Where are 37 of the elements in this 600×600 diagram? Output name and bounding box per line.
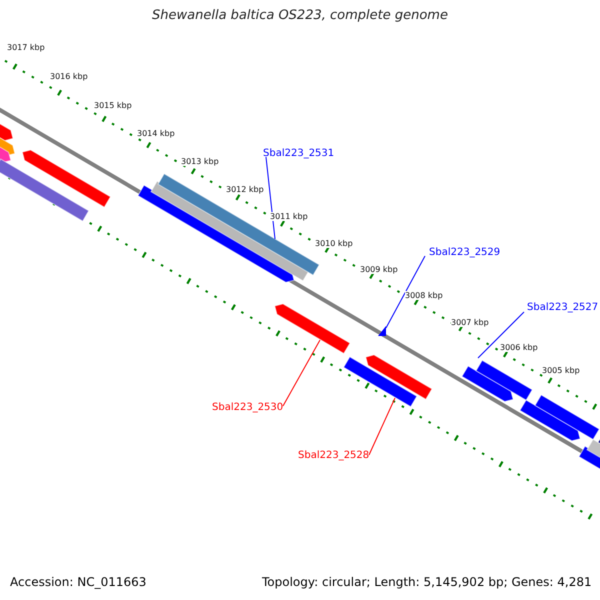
scale-label: 3008 kbp <box>405 291 443 300</box>
leader-line <box>478 312 524 358</box>
gene-bar <box>0 158 90 222</box>
scale-label: 3015 kbp <box>94 101 132 110</box>
scale-label: 3006 kbp <box>500 343 538 352</box>
gene-marker <box>378 326 386 336</box>
gene-bar <box>461 365 514 402</box>
diagram-title: Shewanella baltica OS223, complete genome <box>151 8 449 23</box>
leader-line <box>386 256 426 328</box>
gene-label: Sbal223_2528 <box>298 450 370 461</box>
gene-label: Sbal223_2530 <box>212 402 284 413</box>
leader-line <box>266 156 276 240</box>
gene-bar <box>0 144 12 164</box>
scale-label: 3012 kbp <box>226 185 264 194</box>
gene-bar <box>22 149 112 208</box>
gene-label: Sbal223_2527 <box>527 302 598 313</box>
leader-line <box>282 340 320 406</box>
gene-bar <box>343 356 418 408</box>
gene-label: Sbal223_2531 <box>263 148 334 159</box>
footer-text: Topology: circular; Length: 5,145,902 bp; Genes: 4,281 <box>262 575 592 589</box>
leader-line <box>368 398 396 456</box>
scale-label: 3014 kbp <box>137 129 175 138</box>
scale-label: 3009 kbp <box>360 265 398 274</box>
gene-bar <box>365 354 433 400</box>
scale-label: 3013 kbp <box>181 157 219 166</box>
scale-label: 3005 kbp <box>542 366 580 375</box>
scale-label: 3011 kbp <box>270 212 308 221</box>
scale-label: 3010 kbp <box>315 239 353 248</box>
scale-label: 3016 kbp <box>50 72 88 81</box>
gene-bar <box>475 360 533 401</box>
gene-bar <box>274 303 351 354</box>
gene-bar <box>519 399 581 442</box>
footer-text: Accession: NC_011663 <box>10 575 146 589</box>
scale-label: 3007 kbp <box>451 318 489 327</box>
gene-label: Sbal223_2529 <box>429 247 500 258</box>
scale-label: 3017 kbp <box>7 43 45 52</box>
gene-bar <box>534 394 600 440</box>
